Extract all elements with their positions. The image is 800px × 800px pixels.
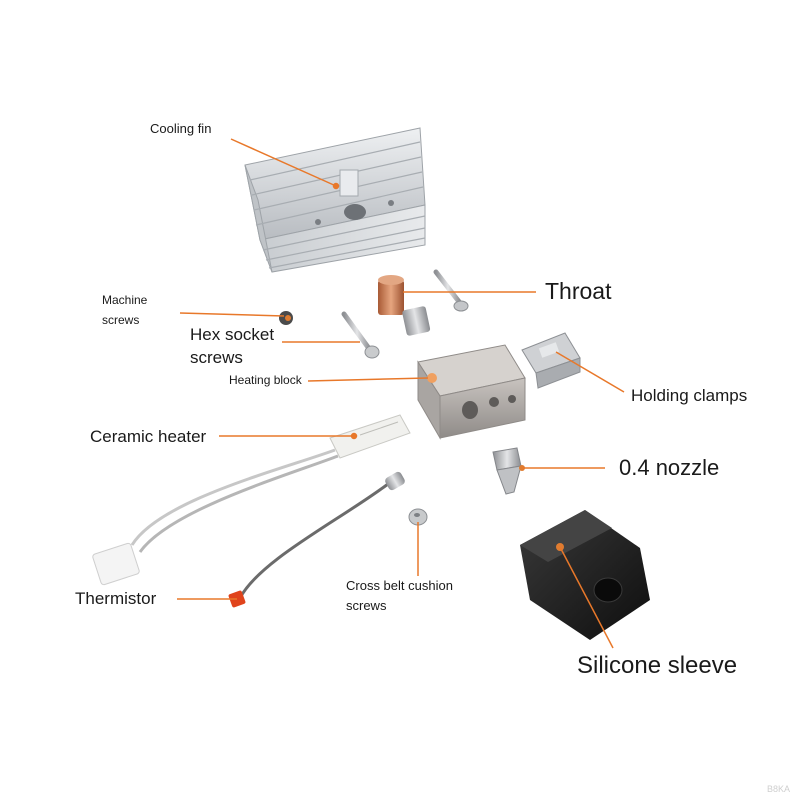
silicone-sleeve-part (520, 510, 650, 640)
watermark: B8KA (766, 784, 790, 794)
label-cooling-fin: Cooling fin (150, 121, 212, 136)
label-ceramic-heater: Ceramic heater (90, 427, 207, 446)
hex-socket-screw-part (341, 311, 380, 359)
leader-lines (177, 138, 625, 649)
label-thermistor: Thermistor (75, 589, 157, 608)
cooling-fin-part (244, 127, 426, 273)
label-hex-socket-line2: screws (190, 348, 243, 367)
machine-screw-head-part (279, 311, 293, 325)
leader-heating-block (307, 377, 429, 382)
leader-silicone-sleeve (559, 546, 614, 649)
label-holding-clamps: Holding clamps (631, 386, 748, 405)
leader-dot-cooling-fin (332, 182, 340, 190)
label-machine-screws-line1: Machine (102, 293, 148, 307)
leader-cooling-fin (230, 138, 337, 187)
throat-part (378, 275, 431, 336)
label-silicone-sleeve: Silicone sleeve (577, 652, 738, 679)
thermistor-part (228, 471, 405, 608)
nozzle-part (492, 447, 525, 495)
label-machine-screws-line2: screws (102, 313, 140, 327)
label-cross-belt-line1: Cross belt cushion (346, 578, 453, 593)
leader-dot-ceramic-heater (350, 432, 358, 440)
machine-screw-part (433, 269, 469, 312)
holding-clamp-part (521, 332, 581, 389)
label-hex-socket-line1: Hex socket (190, 325, 275, 344)
label-throat: Throat (545, 278, 612, 304)
label-nozzle: 0.4 nozzle (619, 455, 720, 480)
label-heating-block: Heating block (229, 373, 302, 387)
label-cross-belt-line2: screws (346, 598, 387, 613)
ceramic-heater-part (92, 414, 411, 586)
leader-holding-clamps (555, 351, 625, 393)
cross-belt-screw-part (408, 508, 428, 526)
leader-machine-screws (179, 312, 285, 317)
heating-block-part (417, 344, 526, 440)
